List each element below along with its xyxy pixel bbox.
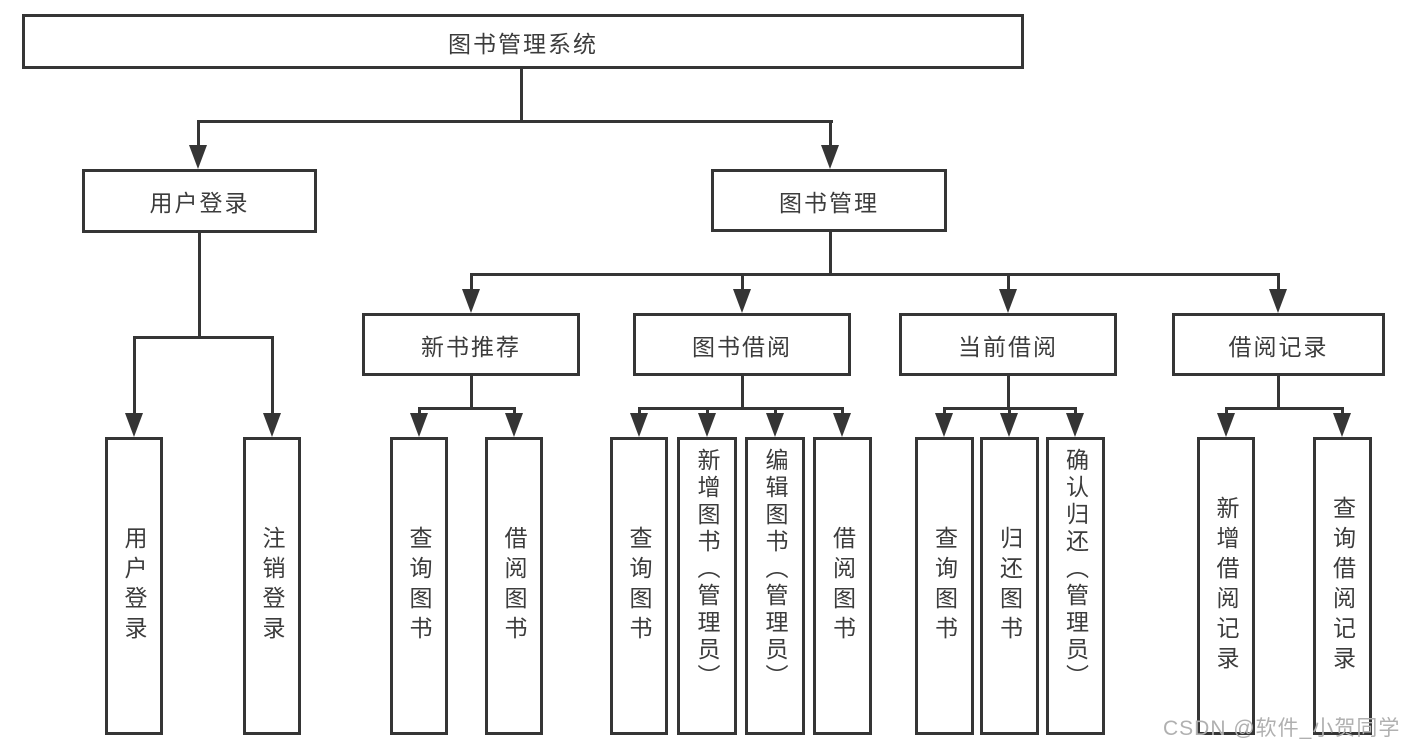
connector-segment [198, 233, 201, 336]
connector-arrowhead [125, 413, 143, 437]
connector-segment [1277, 376, 1280, 407]
node-borrow-books-2: 借阅图书 [813, 437, 872, 735]
connector-segment [1225, 407, 1228, 413]
connector-segment [943, 407, 946, 413]
connector-segment [470, 273, 473, 289]
connector-segment [638, 407, 844, 410]
connector-segment [638, 407, 641, 413]
node-user-login-leaf: 用户登录 [105, 437, 163, 735]
connector-segment [418, 407, 421, 413]
node-query-borrow-record: 查询借阅记录 [1313, 437, 1372, 735]
connector-segment [1225, 407, 1344, 410]
connector-arrowhead [263, 413, 281, 437]
connector-arrowhead [505, 413, 523, 437]
connector-arrowhead [833, 413, 851, 437]
connector-arrowhead [1066, 413, 1084, 437]
connector-segment [741, 273, 744, 289]
connector-segment [520, 69, 523, 120]
connector-segment [829, 232, 832, 273]
connector-arrowhead [189, 145, 207, 169]
connector-arrowhead [1000, 413, 1018, 437]
connector-arrowhead [766, 413, 784, 437]
connector-segment [470, 376, 473, 407]
connector-segment [271, 336, 274, 413]
node-edit-books-admin: 编辑图书（管理员） [745, 437, 805, 735]
connector-segment [774, 407, 777, 413]
node-confirm-return-admin: 确认归还（管理员） [1046, 437, 1105, 735]
node-query-books-3: 查询图书 [915, 437, 974, 735]
connector-segment [829, 120, 832, 149]
connector-segment [470, 273, 1280, 276]
connector-segment [706, 407, 709, 413]
connector-arrowhead [821, 145, 839, 169]
connector-segment [197, 120, 833, 123]
connector-segment [841, 407, 844, 413]
node-add-books-admin: 新增图书（管理员） [677, 437, 737, 735]
connector-segment [197, 120, 200, 149]
connector-segment [1074, 407, 1077, 413]
connector-arrowhead [410, 413, 428, 437]
csdn-watermark: CSDN @软件_小贺同学 [1163, 717, 1401, 740]
node-borrow-records: 借阅记录 [1172, 313, 1385, 376]
connector-arrowhead [1269, 289, 1287, 313]
connector-segment [133, 336, 136, 413]
connector-arrowhead [630, 413, 648, 437]
connector-segment [1277, 273, 1280, 289]
node-new-book-recommend: 新书推荐 [362, 313, 580, 376]
connector-segment [418, 407, 516, 410]
node-add-borrow-record: 新增借阅记录 [1197, 437, 1255, 735]
connector-arrowhead [1217, 413, 1235, 437]
connector-arrowhead [733, 289, 751, 313]
connector-arrowhead [698, 413, 716, 437]
connector-arrowhead [935, 413, 953, 437]
connector-arrowhead [1333, 413, 1351, 437]
node-current-borrowing: 当前借阅 [899, 313, 1117, 376]
node-logout-leaf: 注销登录 [243, 437, 301, 735]
connector-segment [1007, 273, 1010, 289]
node-user-login: 用户登录 [82, 169, 317, 233]
node-library-system: 图书管理系统 [22, 14, 1024, 69]
connector-segment [741, 376, 744, 407]
node-query-books-2: 查询图书 [610, 437, 668, 735]
node-return-books: 归还图书 [980, 437, 1039, 735]
node-borrow-books-1: 借阅图书 [485, 437, 543, 735]
connector-segment [1007, 376, 1010, 407]
node-query-books-1: 查询图书 [390, 437, 448, 735]
node-book-borrowing: 图书借阅 [633, 313, 851, 376]
connector-segment [1341, 407, 1344, 413]
connector-segment [1008, 407, 1011, 413]
connector-arrowhead [462, 289, 480, 313]
connector-segment [133, 336, 274, 339]
connector-segment [513, 407, 516, 413]
connector-arrowhead [999, 289, 1017, 313]
node-book-management: 图书管理 [711, 169, 947, 232]
